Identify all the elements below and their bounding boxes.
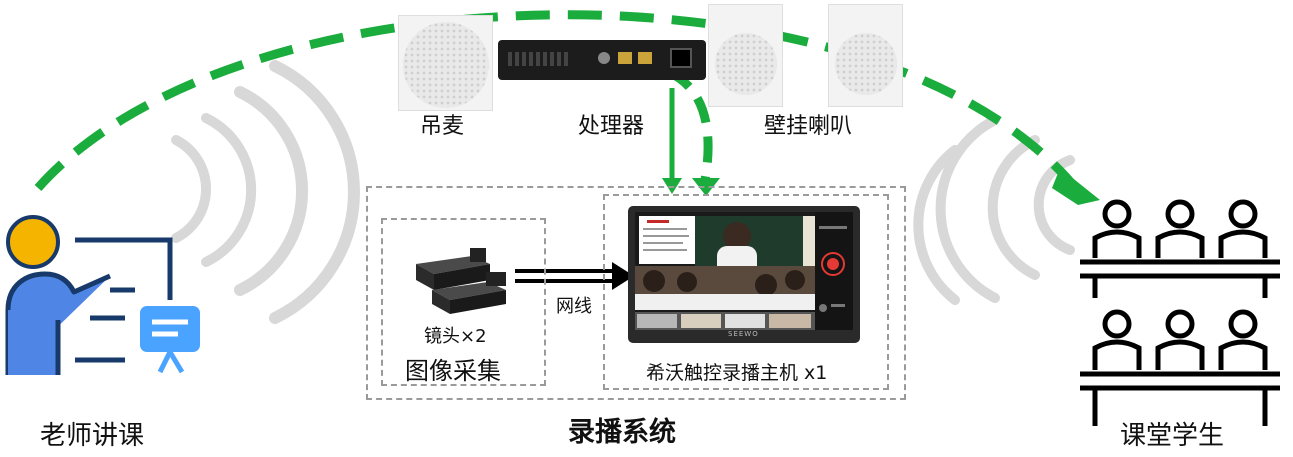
ceiling-mic — [398, 15, 493, 111]
lens-label: 镜头×2 — [424, 326, 487, 347]
processor-label: 处理器 — [578, 114, 645, 139]
image-capture-label: 图像采集 — [405, 357, 501, 385]
wall-speaker-right — [828, 4, 903, 107]
speakers-label: 壁挂喇叭 — [764, 114, 853, 139]
processor-device — [498, 40, 706, 80]
students-label: 课堂学生 — [1120, 421, 1225, 451]
left-sound-waves — [171, 60, 360, 324]
brand-logo: SEEWO — [728, 330, 759, 338]
control-panel — [815, 212, 853, 330]
mic-label: 吊麦 — [420, 114, 465, 139]
video-thumbnails — [635, 312, 815, 330]
teacher-to-students-arrow — [34, 10, 1089, 203]
host-box — [603, 194, 889, 390]
wall-speaker-left — [708, 4, 783, 107]
teacher-label: 老师讲课 — [40, 421, 145, 451]
video-teacher — [723, 222, 751, 250]
screen-display — [635, 212, 853, 330]
host-label: 希沃触控录播主机 x1 — [646, 362, 828, 384]
network-cable-label: 网线 — [556, 296, 592, 317]
recording-system-label: 录播系统 — [568, 417, 676, 448]
right-sound-waves — [913, 115, 1075, 305]
touch-host-screen: SEEWO — [628, 206, 860, 343]
students-icon — [1080, 199, 1280, 426]
whiteboard-panel — [639, 216, 695, 264]
image-capture-box — [381, 218, 546, 386]
arrowhead-students — [1052, 168, 1100, 205]
camera-icon — [416, 248, 506, 314]
record-button[interactable] — [821, 252, 845, 276]
recording-system-box — [366, 186, 906, 400]
teacher-icon — [5, 215, 200, 375]
